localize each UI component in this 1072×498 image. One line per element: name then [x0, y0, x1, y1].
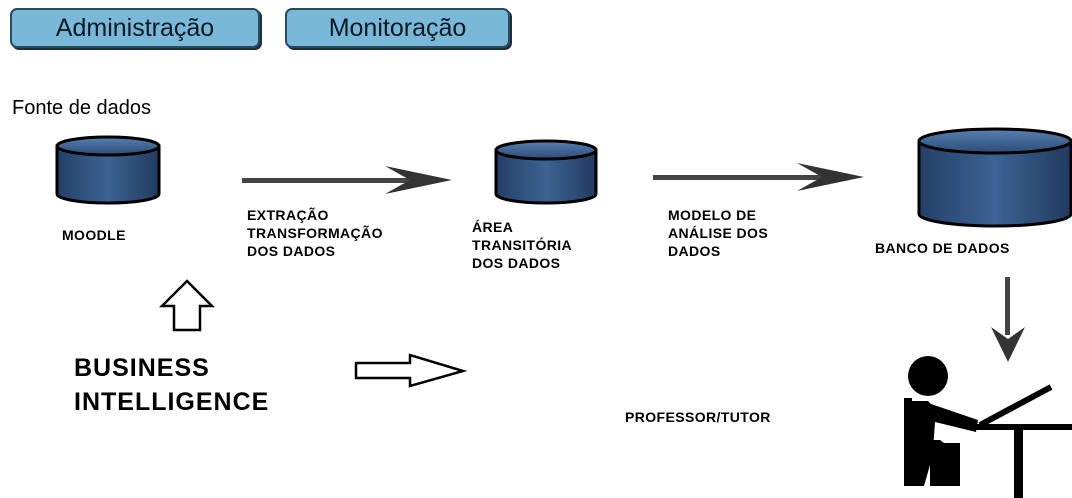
person-at-laptop-icon [904, 356, 1072, 498]
source-heading: Fonte de dados [12, 97, 151, 119]
moodle-database-icon [55, 135, 161, 205]
user-label: PROFESSOR/TUTOR [625, 409, 771, 425]
outline-arrow-right-icon [354, 353, 468, 388]
tab-monitoracao[interactable]: Monitoração [285, 8, 510, 48]
staging-database-icon [494, 139, 598, 205]
analysis-arrow-icon [653, 163, 864, 191]
node-label-database: BANCO DE DADOS [875, 240, 1010, 256]
node-label-moodle: MOODLE [62, 227, 126, 243]
warehouse-database-icon [917, 127, 1072, 228]
down-arrow-icon [991, 277, 1025, 362]
edge-label-analysis-model: MODELO DE ANÁLISE DOS DADOS [668, 207, 769, 259]
business-intelligence-label: BUSINESS INTELLIGENCE [74, 354, 270, 416]
edge-label-etl: EXTRAÇÃO TRANSFORMAÇÃO DOS DADOS [247, 207, 383, 259]
etl-arrow-icon [242, 166, 452, 194]
outline-arrow-up-icon [158, 279, 216, 332]
node-label-staging: ÁREA TRANSITÓRIA DOS DADOS [472, 219, 573, 271]
tab-administracao[interactable]: Administração [10, 8, 260, 48]
